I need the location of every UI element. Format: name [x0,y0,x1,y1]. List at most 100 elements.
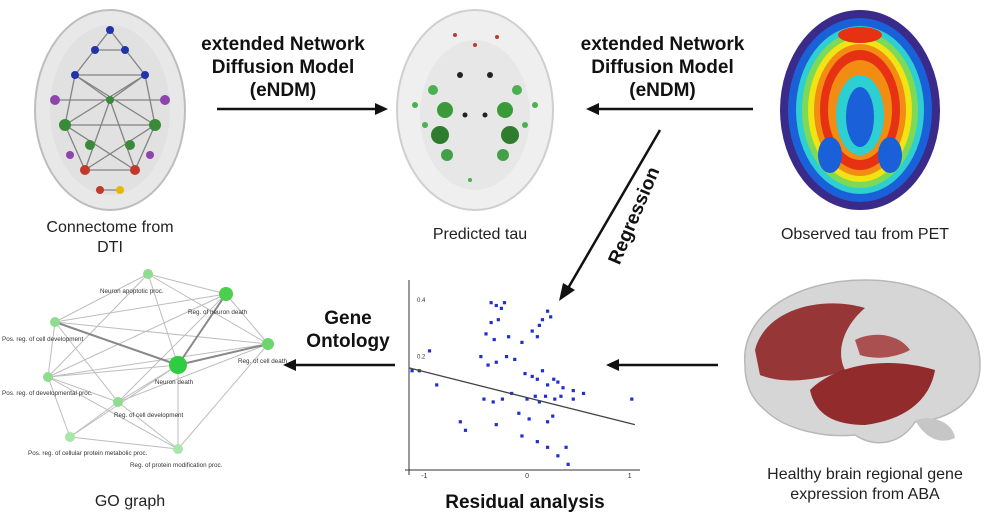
scatter-point [484,332,488,336]
go-label-reg-cell-death: Reg. of cell death [238,358,288,365]
scatter-point [520,340,524,344]
scatter-point [566,462,570,466]
connectome-caption-line2: DTI [97,239,123,256]
y-tick-label: 0.4 [417,298,426,304]
scatter-point [630,397,634,401]
scatter-point [463,428,468,432]
scatter-point [494,360,498,364]
scatter-point [486,363,490,367]
arrow-observed-to-predicted [586,103,753,115]
predicted-tau-brain-image [396,9,554,211]
scatter-point [553,397,557,401]
go-label-neuron-death: Neuron death [155,379,194,386]
scatter-point [556,380,560,384]
go-node-pos-reg-developmental [43,372,53,382]
x-tick-label: 0 [525,473,529,480]
scatter-point [546,309,550,313]
go-label-pos-reg-developmental: Pos. reg. of developmental proc. [2,390,93,397]
scatter-point [494,423,498,427]
scatter-point [552,377,556,381]
arrow-genes-to-residual [606,359,718,371]
scatter-point [500,397,505,401]
scatter-point [496,318,500,322]
go-label-pos-reg-dev-line: Pos. reg. of developmental proc. [2,390,93,397]
endm-right-line3: (eNDM) [629,80,696,101]
scatter-point [581,391,586,396]
go-graph-network: Neuron apoptotic proc. Reg. of neuron de… [2,269,288,469]
scatter-point [499,306,503,310]
go-node-pos-reg-cell-dev [50,317,60,327]
go-graph-edges [47,273,269,450]
scatter-point [491,400,495,404]
scatter-point [540,318,545,322]
scatter-point [564,445,568,449]
scatter-point [502,301,507,305]
scatter-point [546,383,550,387]
go-graph-caption: GO graph [94,493,166,510]
scatter-point [571,397,575,401]
scatter-point [540,369,545,373]
residual-caption: Residual analysis [445,492,605,513]
endm-left-line1: extended Network [201,34,365,55]
regression-line [408,367,636,426]
scatter-point [549,315,553,319]
regression-arrow [559,129,662,301]
gene-ontology-line2: Ontology [306,331,390,352]
scatter-point [494,303,498,308]
predicted-tau-caption: Predicted tau [432,226,528,243]
x-tick-label: -1 [421,473,427,480]
scatter-point [523,371,527,376]
scatter-point [479,354,483,359]
scatter-point [527,417,531,421]
scatter-point [530,374,534,379]
go-node-pos-reg-protein-metab [65,432,75,442]
scatter-point [556,454,560,458]
observed-tau-caption: Observed tau from PET [780,226,950,243]
scatter-point [571,388,575,393]
go-node-neuron-death [169,356,187,374]
scatter-point [520,434,524,438]
arrow-residual-to-go [283,359,395,371]
gene-caption-line1: Healthy brain regional gene [767,466,963,483]
y-tick-label: 0.2 [417,355,426,361]
scatter-point [535,335,539,339]
scatter-point [537,400,541,404]
scatter-point [546,420,550,424]
scatter-point [543,394,548,398]
endm-right-line1: extended Network [580,34,745,55]
x-tick-label: 1 [628,473,632,480]
scatter-point [535,440,539,444]
scatter-point [559,394,563,398]
go-label-pos-reg-cell-dev: Pos. reg. of cell development [2,336,83,343]
connectome-caption-line1: Connectome from [46,219,174,236]
scatter-point [489,320,493,325]
go-label-reg-protein-mod: Reg. of protein modification proc. [130,462,223,469]
go-node-reg-cell-dev [113,397,123,407]
gene-expression-caption: Healthy brain regional gene expression f… [740,465,990,505]
go-label-reg-cell-dev: Reg. of cell development [114,412,184,419]
arrow-connectome-to-predicted [217,103,388,115]
scatter-point [489,301,493,305]
scatter-point [504,354,509,359]
go-label-neuron-apoptotic: Neuron apoptotic proc. [100,288,164,295]
scatter-point [482,397,486,401]
scatter-point [561,386,565,390]
scatter-point [525,397,529,401]
scatter-point [410,369,414,373]
connectome-brain-image [34,9,186,211]
gene-ontology-label: Gene Ontology [298,307,398,353]
scatter-point [530,329,534,333]
scatter-point [492,337,496,342]
go-node-reg-neuron-death [219,287,233,301]
connectome-caption: Connectome from DTI [10,218,210,258]
scatter-point [458,420,462,424]
endm-left-line3: (eNDM) [249,80,317,101]
scatter-point [513,357,517,362]
scatter-point [537,323,541,327]
residual-scatter-plot: -1 0 1 0.4 0.2 [405,280,640,480]
scatter-point [551,414,555,418]
scatter-point [535,377,539,381]
go-label-pos-reg-protein-metab: Pos. reg. of cellular protein metabolic … [28,450,148,457]
gene-expression-brain-image [744,279,981,444]
go-label-reg-neuron-death: Reg. of neuron death [188,309,248,316]
